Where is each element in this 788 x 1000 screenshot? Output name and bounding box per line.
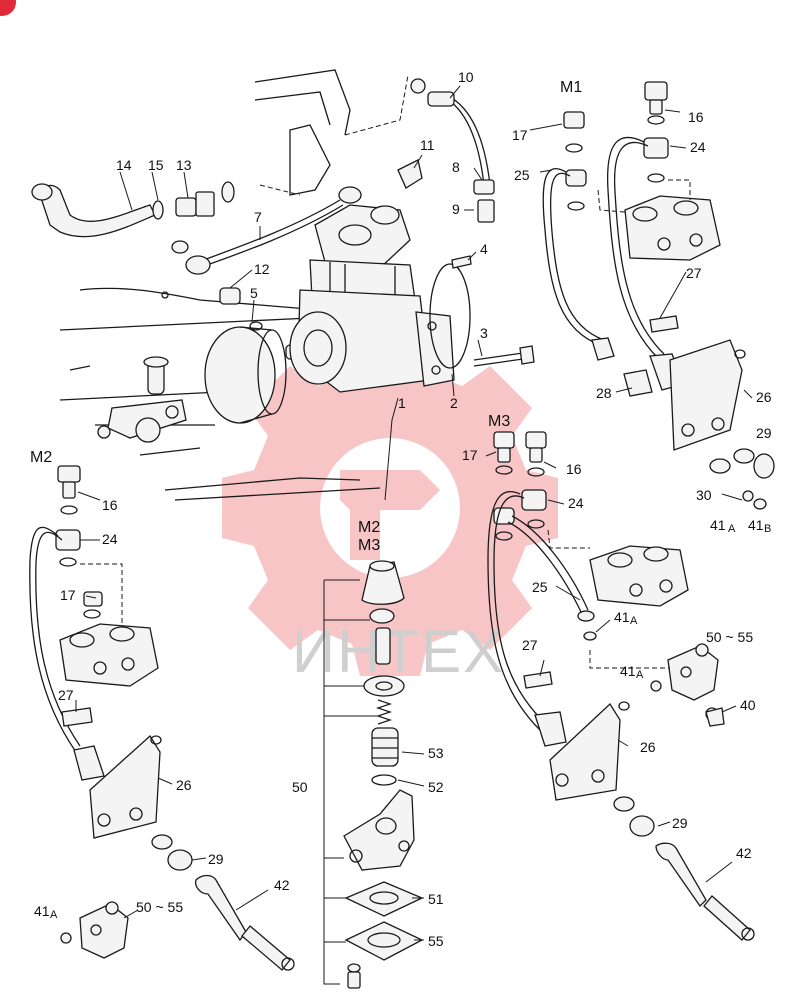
m3-callout-41a-2-sub: A [636,669,644,681]
m2-callout-27: 27 [58,687,74,703]
m1-callout-41a: 41 [710,517,726,533]
m2-callouts: M2 16 24 17 27 26 29 42 50 ~ 55 41 A [30,449,290,921]
callout-7: 7 [254,209,262,225]
m2-callout-41a-sub: A [50,909,58,921]
m3-callout-41a-2: 41 [620,663,636,679]
callout-9: 9 [452,201,460,217]
m1-callout-41a-sub: A [728,523,736,535]
m3-group-parts [487,431,755,941]
callout-15: 15 [148,157,164,173]
callout-55: 55 [428,933,444,949]
center-group-label-m2: M2 [358,519,380,536]
m1-callout-25: 25 [514,167,530,183]
corner-badge-icon [0,0,16,16]
air-compressor-1 [289,204,471,393]
callout-52: 52 [428,779,444,795]
m2-group-parts [29,465,295,971]
m3-callout-40: 40 [740,697,756,713]
m3-callout-29: 29 [672,815,688,831]
callout-51: 51 [428,891,444,907]
m1-callout-17: 17 [512,127,528,143]
m1-callout-41b: 41 [748,517,764,533]
engine-block-outline [59,69,409,501]
watermark-gear-logo [222,340,558,676]
m1-group-parts [542,81,775,510]
watermark-brand-text: ИНТЕХ [292,618,505,685]
callout-53: 53 [428,745,444,761]
callout-10: 10 [458,69,474,85]
callouts-top-left: 14 15 13 10 11 8 9 7 4 12 5 3 2 1 [116,69,488,411]
m3-callout-41a-sub: A [630,615,638,627]
hand-pump [97,356,187,443]
m3-callouts: M3 17 16 24 25 41 A 27 50 ~ 55 41 A 40 2… [462,413,756,861]
m1-callout-16: 16 [688,109,704,125]
callout-8: 8 [452,159,460,175]
valve-callouts: M2 M3 50 53 52 51 55 [292,519,444,949]
m3-callout-16: 16 [566,461,582,477]
m1-leaders [529,109,753,501]
hose-fittings-top [31,78,535,367]
valve-exploded-stack [323,560,425,989]
m1-callouts: M1 17 16 24 25 27 28 26 29 30 41 A 41 B [512,79,772,535]
m2-callout-16: 16 [102,497,118,513]
m1-group-label: M1 [560,79,582,96]
m3-callout-24: 24 [568,495,584,511]
m3-callout-41a: 41 [614,609,630,625]
m1-callout-28: 28 [596,385,612,401]
m2-leaders [75,491,269,919]
leaders-top-left [119,85,483,501]
m1-callout-30: 30 [696,487,712,503]
m2-callout-17: 17 [60,587,76,603]
callout-5: 5 [250,285,258,301]
m1-callout-26: 26 [756,389,772,405]
m2-callout-41a: 41 [34,903,50,919]
m3-leaders [485,451,737,883]
callout-13: 13 [176,157,192,173]
center-group-label-m3: M3 [358,537,380,554]
m1-callout-41b-sub: B [764,523,771,535]
m1-callout-24: 24 [690,139,706,155]
callout-11: 11 [420,137,435,153]
callout-3: 3 [480,325,488,341]
m3-callout-27: 27 [522,637,538,653]
m1-callout-27: 27 [686,265,702,281]
m1-callout-29: 29 [756,425,772,441]
m2-callout-50-55: 50 ~ 55 [136,899,183,915]
m2-group-label: M2 [30,449,52,466]
m3-callout-25: 25 [532,579,548,595]
callout-1: 1 [398,395,406,411]
m2-callout-26: 26 [176,777,192,793]
callout-4: 4 [480,241,488,257]
m3-callout-42: 42 [736,845,752,861]
m2-callout-42: 42 [274,877,290,893]
callout-2: 2 [450,395,458,411]
m2-callout-24: 24 [102,531,118,547]
m3-callout-26: 26 [640,739,656,755]
callout-14: 14 [116,157,132,173]
m3-group-label: M3 [488,413,510,430]
m3-callout-50-55: 50 ~ 55 [706,629,753,645]
m2-callout-29: 29 [208,851,224,867]
callout-50: 50 [292,779,308,795]
m3-callout-17: 17 [462,447,478,463]
callout-12: 12 [254,261,270,277]
